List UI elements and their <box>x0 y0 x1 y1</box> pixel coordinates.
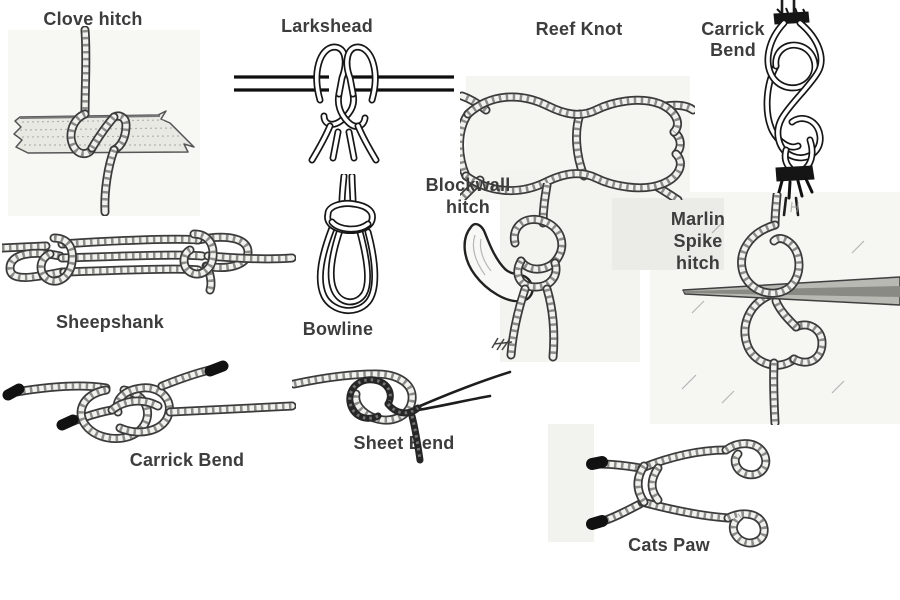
label-carrick-bend-bottom: Carrick Bend <box>129 450 245 470</box>
label-bowline: Bowline <box>302 319 374 339</box>
clove-hitch-illustration <box>13 26 195 216</box>
bowline-illustration <box>298 174 402 322</box>
label-marlin-spike-hitch: Marlin Spike hitch <box>670 209 726 273</box>
label-reef-knot: Reef Knot <box>535 19 623 39</box>
carrick-bend-top-illustration <box>762 0 862 217</box>
background-wash-marlin-label <box>612 198 724 270</box>
label-larkshead: Larkshead <box>281 16 373 36</box>
label-carrick-bend-top: Carrick Bend <box>701 19 765 60</box>
cats-paw-illustration <box>586 422 820 550</box>
blockwall-hitch-illustration <box>463 183 623 363</box>
label-cats-paw: Cats Paw <box>628 535 710 555</box>
label-blockwall-hitch: Blockwall hitch <box>425 175 511 217</box>
label-clove-hitch: Clove hitch <box>43 9 143 29</box>
sheet-bend-illustration <box>292 337 513 464</box>
label-sheepshank: Sheepshank <box>55 312 165 332</box>
carrick-bend-bottom-illustration <box>2 360 296 466</box>
marlin-spike-hitch-illustration <box>681 193 900 425</box>
larkshead-illustration <box>234 38 454 166</box>
sheepshank-illustration <box>2 226 296 320</box>
